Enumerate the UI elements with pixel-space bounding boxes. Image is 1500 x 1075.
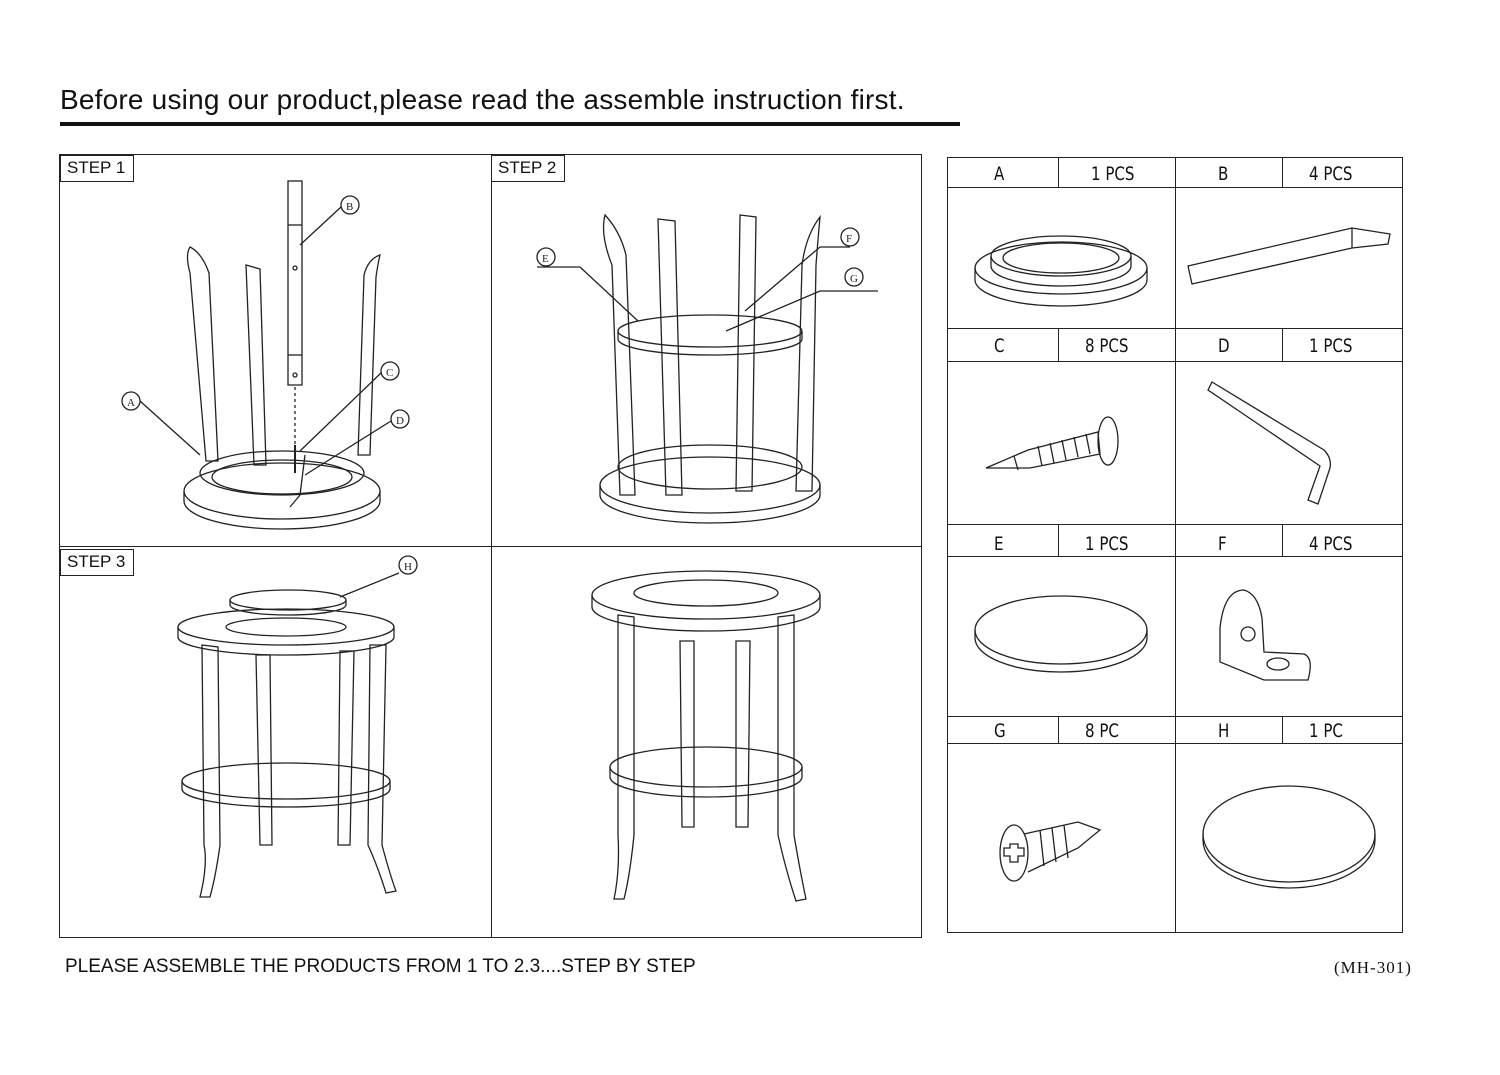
part-d-letter: D: [1218, 335, 1230, 357]
parts-header-divider: [1058, 716, 1059, 743]
part-b-leg-drawing: [1187, 227, 1391, 285]
part-c-screw-drawing: [985, 416, 1119, 471]
finished-table-illustration: [591, 570, 821, 902]
part-a-ring-drawing: [974, 235, 1148, 307]
svg-text:D: D: [396, 415, 404, 427]
parts-header-divider: [1058, 158, 1059, 188]
svg-text:C: C: [386, 367, 393, 379]
title-underline: [60, 122, 960, 126]
step1-label: STEP 1: [60, 155, 135, 182]
step3-illustration: H: [177, 555, 418, 898]
parts-divider-center: [1175, 158, 1176, 932]
parts-row-line: [948, 743, 1402, 744]
part-f-qty: 4 PCS: [1309, 533, 1353, 555]
part-g-letter: G: [994, 720, 1006, 742]
part-a-letter: A: [994, 163, 1005, 185]
part-a-qty: 1 PCS: [1091, 163, 1135, 185]
parts-row-line: [948, 524, 1402, 525]
part-d-allen-key-drawing: [1207, 381, 1332, 505]
svg-text:A: A: [127, 397, 135, 409]
parts-header-divider: [1058, 524, 1059, 556]
step1-illustration: B A C D: [121, 180, 410, 530]
parts-row-line: [948, 716, 1402, 717]
parts-header-divider: [1282, 716, 1283, 743]
part-h-disc-drawing: [1202, 785, 1376, 889]
svg-text:F: F: [846, 233, 852, 245]
parts-list: A 1 PCS B 4 PCS C 8 PCS D 1 PCS E 1 PCS …: [947, 157, 1403, 933]
steps-illustrations: B A C D E F: [121, 180, 878, 902]
step3-label: STEP 3: [60, 549, 135, 576]
step2-illustration: E F G: [536, 213, 878, 524]
step2-label: STEP 2: [491, 155, 566, 182]
part-f-letter: F: [1218, 533, 1227, 555]
part-e-qty: 1 PCS: [1085, 533, 1129, 555]
part-b-qty: 4 PCS: [1309, 163, 1353, 185]
parts-row-line: [948, 556, 1402, 557]
svg-text:H: H: [404, 561, 412, 573]
svg-text:E: E: [542, 253, 549, 265]
parts-header-divider: [1282, 524, 1283, 556]
part-b-letter: B: [1218, 163, 1229, 185]
part-g-screw-drawing: [999, 821, 1102, 882]
assembly-instruction: PLEASE ASSEMBLE THE PRODUCTS FROM 1 TO 2…: [65, 956, 696, 977]
part-e-letter: E: [994, 533, 1004, 555]
parts-header-divider: [1282, 328, 1283, 361]
parts-header-divider: [1058, 328, 1059, 361]
parts-row-line: [948, 328, 1402, 329]
part-g-qty: 8 PC: [1085, 720, 1119, 742]
part-f-bracket-drawing: [1219, 589, 1311, 681]
steps-divider-horizontal: [60, 546, 921, 547]
svg-text:B: B: [346, 201, 353, 213]
part-c-qty: 8 PCS: [1085, 335, 1129, 357]
part-h-qty: 1 PC: [1309, 720, 1343, 742]
parts-illustrations: [974, 227, 1391, 889]
parts-row-line: [948, 361, 1402, 362]
parts-row-line: [948, 187, 1402, 188]
steps-panel: B A C D E F: [59, 154, 922, 938]
page-title: Before using our product,please read the…: [60, 84, 905, 115]
part-h-letter: H: [1218, 720, 1230, 742]
svg-text:G: G: [850, 273, 858, 285]
parts-header-divider: [1282, 158, 1283, 188]
part-d-qty: 1 PCS: [1309, 335, 1353, 357]
part-c-letter: C: [994, 335, 1005, 357]
part-e-glass-drawing: [974, 595, 1148, 673]
model-number: (MH-301): [1334, 958, 1412, 977]
